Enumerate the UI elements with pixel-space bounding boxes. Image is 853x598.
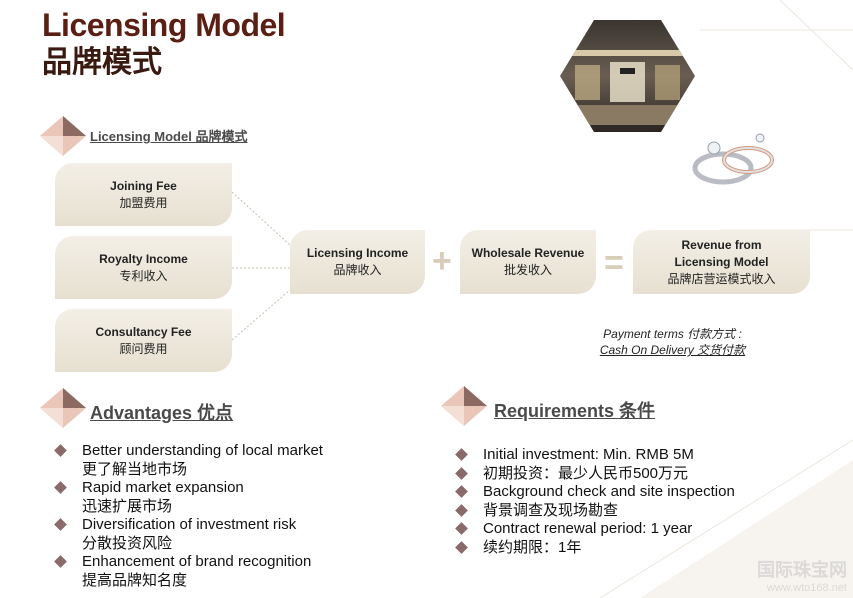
- requirements-heading: Requirements 条件: [494, 401, 656, 421]
- revenue-label-line1: Revenue from: [681, 237, 762, 252]
- advantages-diamond-icon: [40, 388, 86, 428]
- diamond-icon: [40, 116, 86, 156]
- royalty-income-box: Royalty Income 专利收入: [55, 236, 232, 299]
- watermark-title: 国际珠宝网: [757, 560, 847, 581]
- wholesale-revenue-label: Wholesale Revenue: [471, 246, 585, 260]
- requirements-diamond-icon: [441, 386, 487, 426]
- list-item: Contract renewal period: 1 year: [455, 520, 787, 539]
- consultancy-fee-label-zh: 顾问费用: [119, 341, 168, 356]
- list-item: Background check and site inspection: [455, 483, 787, 502]
- plus-sign: +: [432, 242, 452, 280]
- list-item: 背景调查及现场勘查: [455, 502, 787, 521]
- slide-subtitle: 品牌模式: [42, 46, 162, 79]
- licensing-income-box: Licensing Income 品牌收入: [290, 230, 425, 294]
- joining-fee-box: Joining Fee 加盟费用: [55, 163, 232, 226]
- licensing-income-label-zh: 品牌收入: [333, 263, 382, 277]
- watermark: 国际珠宝网 www.wto168.net: [757, 556, 847, 594]
- wholesale-revenue-label-zh: 批发收入: [503, 263, 552, 277]
- store-photo: [560, 20, 695, 132]
- payment-terms: Payment terms 付款方式 : Cash On Delivery 交货…: [585, 326, 760, 358]
- royalty-income-label-zh: 专利收入: [119, 268, 168, 283]
- list-item: Initial investment: Min. RMB 5M: [455, 446, 787, 465]
- advantages-heading: Advantages 优点: [90, 403, 234, 423]
- list-item: 初期投资：最少人民币500万元: [455, 465, 787, 484]
- list-item: 续约期限：1年: [455, 539, 787, 558]
- requirements-list: Initial investment: Min. RMB 5M 初期投资：最少人…: [455, 446, 787, 558]
- joining-fee-label: Joining Fee: [110, 178, 177, 193]
- revenue-label-line2: Licensing Model: [674, 254, 769, 269]
- royalty-income-label: Royalty Income: [99, 251, 188, 266]
- licensing-income-label: Licensing Income: [306, 246, 409, 260]
- joining-fee-label-zh: 加盟费用: [119, 195, 168, 210]
- revenue-label-zh: 品牌店营运模式收入: [667, 271, 776, 286]
- wholesale-revenue-box: Wholesale Revenue 批发收入: [460, 230, 596, 294]
- revenue-box: Revenue from Licensing Model 品牌店营运模式收入: [633, 230, 810, 294]
- payment-terms-line2: Cash On Delivery 交货付款: [599, 343, 746, 357]
- consultancy-fee-box: Consultancy Fee 顾问费用: [55, 309, 232, 372]
- watermark-url: www.wto168.net: [766, 582, 847, 594]
- payment-terms-line1: Payment terms 付款方式 :: [603, 327, 742, 341]
- consultancy-fee-label: Consultancy Fee: [95, 324, 192, 339]
- equals-sign: =: [604, 244, 624, 282]
- slide-title: Licensing Model: [42, 7, 286, 43]
- ring-photo: [678, 108, 790, 203]
- licensing-model-heading: Licensing Model 品牌模式: [90, 129, 248, 144]
